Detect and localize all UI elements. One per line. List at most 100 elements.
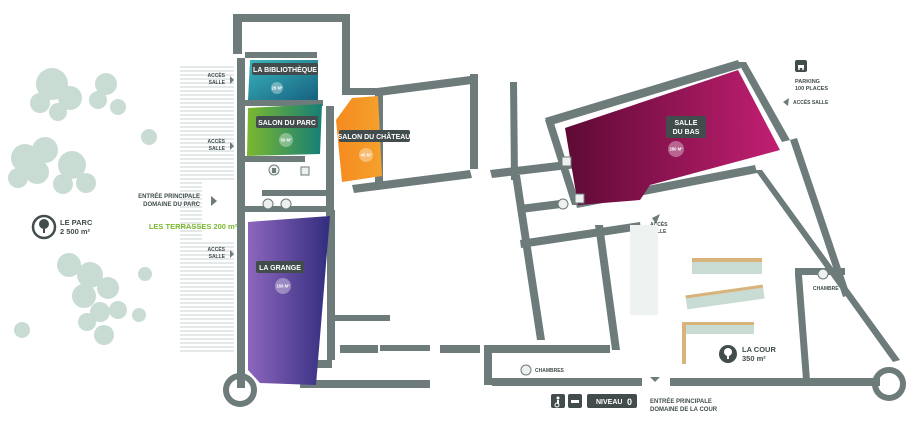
accessibility-icons (551, 394, 582, 408)
deck-plank (180, 266, 234, 268)
svg-text:SALLE: SALLE (675, 120, 698, 127)
svg-text:ACCÈS SALLE: ACCÈS SALLE (793, 98, 829, 106)
deck-plank (180, 206, 202, 208)
deck-plank (180, 66, 234, 68)
deck-plank (180, 118, 234, 120)
deck-plank (180, 254, 234, 256)
deck-plank (180, 102, 234, 104)
deck-plank (180, 214, 202, 216)
tower-right (872, 367, 906, 401)
deck-plank (180, 210, 202, 212)
bed-icon (520, 364, 532, 376)
deck-plank (180, 278, 234, 280)
chambres-label: CHAMBRES (535, 368, 565, 374)
svg-text:ENTRÉE PRINCIPALE: ENTRÉE PRINCIPALE (650, 397, 712, 405)
deck-plank (180, 290, 234, 292)
deck-plank (180, 302, 234, 304)
tag-salon-du-chateau: SALON DU CHÂTEAU (338, 130, 411, 142)
toilet-icon (557, 198, 569, 210)
deck-plank (180, 138, 234, 140)
deck-plank (180, 258, 234, 260)
area-badge-la-grange (275, 278, 291, 294)
parking-icon (798, 65, 804, 70)
area-salle-du-bas: 280 M² (669, 147, 683, 152)
deck-plank (180, 286, 234, 288)
svg-text:100 PLACES: 100 PLACES (795, 86, 828, 92)
toilet-icon (262, 198, 274, 210)
deck-plank (180, 182, 202, 184)
deck-plank (180, 86, 234, 88)
area-la-grange: 156 M² (276, 284, 290, 289)
deck-plank (180, 142, 234, 144)
deck-plank (180, 130, 234, 132)
deck-plank (180, 174, 234, 176)
deck-plank (180, 298, 234, 300)
svg-text:NIVEAU: NIVEAU (596, 399, 622, 406)
svg-text:0: 0 (627, 397, 632, 407)
svg-text:LA BIBLIOTHÈQUE: LA BIBLIOTHÈQUE (253, 65, 317, 74)
room-la-grange[interactable] (248, 216, 330, 385)
deck-plank (180, 202, 202, 204)
deck-plank (180, 270, 234, 272)
deck-plank (180, 222, 202, 224)
svg-text:2 500 m²: 2 500 m² (60, 227, 91, 236)
deck-plank (180, 310, 234, 312)
deck-plank (180, 234, 202, 236)
tree-icon (39, 219, 49, 233)
area-badge-salon-du-chateau (359, 148, 373, 162)
area-salon-du-chateau: 45 M² (361, 153, 372, 158)
room-salon-du-parc[interactable] (247, 104, 322, 156)
deck-plank (180, 346, 234, 348)
chevron-down-icon (650, 377, 660, 382)
deck-plank (180, 166, 234, 168)
deck-plank (180, 314, 234, 316)
deck-plank (180, 110, 234, 112)
chevron-right-icon (230, 250, 234, 258)
chevron-right-icon (783, 98, 789, 106)
svg-text:ACCÈS: ACCÈS (650, 220, 668, 228)
deck-plank (180, 194, 202, 196)
deck-plank (180, 162, 234, 164)
deck-plank (180, 94, 234, 96)
deck-plank (180, 70, 234, 72)
tag-bibliotheque: LA BIBLIOTHÈQUE (252, 63, 318, 75)
deck-plank (180, 82, 234, 84)
svg-text:ENTRÉE PRINCIPALE: ENTRÉE PRINCIPALE (138, 192, 200, 200)
deck-plank (180, 326, 234, 328)
tag-salle-du-bas: SALLE DU BAS (666, 116, 706, 138)
deck-plank (180, 218, 202, 220)
deck-plank (180, 146, 234, 148)
deck-plank (180, 282, 234, 284)
courtyard-gardens (682, 258, 765, 364)
svg-text:ACCÈS: ACCÈS (207, 71, 225, 79)
svg-text:DOMAINE DU PARC: DOMAINE DU PARC (143, 202, 201, 208)
svg-text:LA COUR: LA COUR (742, 345, 776, 354)
svg-text:PARKING: PARKING (795, 79, 820, 85)
deck-plank (180, 294, 234, 296)
chevron-right-icon (652, 214, 660, 224)
deck-plank (180, 122, 234, 124)
area-badge-salon-du-parc (279, 133, 293, 147)
deck-plank (180, 226, 202, 228)
building-walls (233, 14, 900, 388)
deck-plank (180, 90, 234, 92)
terraces-label: LES TERRASSES 200 m² (149, 222, 238, 231)
area-bibliotheque: 28 M² (272, 86, 283, 91)
deck-plank (180, 98, 234, 100)
svg-text:SALLE: SALLE (209, 80, 226, 86)
svg-text:DU BAS: DU BAS (673, 129, 700, 136)
deck-plank (180, 342, 234, 344)
deck-plank (180, 306, 234, 308)
deck-plank (180, 158, 234, 160)
deck-plank (180, 322, 234, 324)
tag-la-grange: LA GRANGE (256, 261, 304, 273)
utility-icons (262, 156, 829, 376)
access-label-5: ACCÈS SALLE (783, 98, 829, 106)
parking-marker: PARKING 100 PLACES (795, 60, 828, 92)
chevron-right-icon (230, 76, 234, 84)
svg-text:DOMAINE DE LA COUR: DOMAINE DE LA COUR (650, 407, 718, 413)
tag-salon-du-parc: SALON DU PARC (256, 116, 318, 128)
svg-text:SALON DU CHÂTEAU: SALON DU CHÂTEAU (338, 132, 411, 141)
deck-plank (180, 178, 234, 180)
